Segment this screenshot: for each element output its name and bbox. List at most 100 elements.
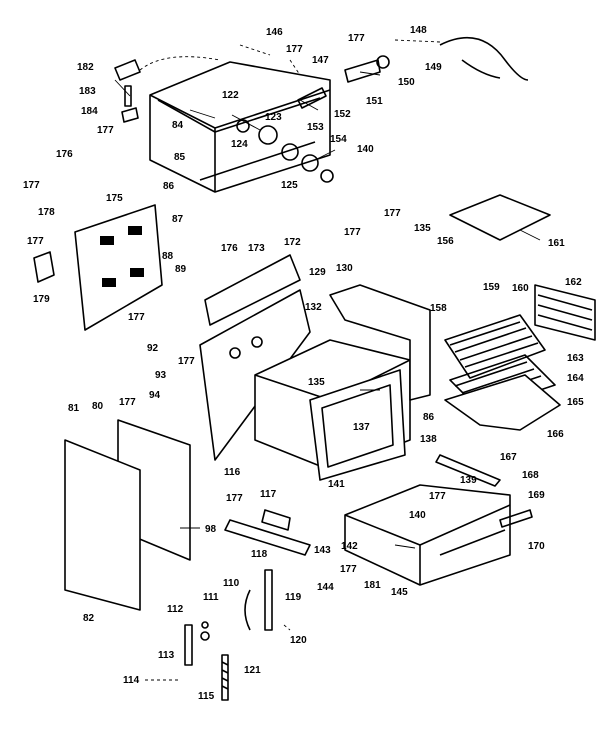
callout-120: 120 — [290, 635, 307, 646]
callout-164: 164 — [567, 373, 584, 384]
lower-side-panels — [64, 419, 191, 611]
callout-148: 148 — [410, 25, 427, 36]
callout-121: 121 — [244, 665, 261, 676]
callout-152: 152 — [334, 109, 351, 120]
callout-177: 177 — [286, 44, 303, 55]
callout-144: 144 — [317, 582, 334, 593]
callout-153: 153 — [307, 122, 324, 133]
callout-111: 111 — [203, 592, 219, 603]
callout-177: 177 — [178, 356, 195, 367]
callout-156: 156 — [437, 236, 454, 247]
callout-181: 181 — [364, 580, 381, 591]
callout-139: 139 — [460, 475, 477, 486]
callout-177: 177 — [429, 491, 446, 502]
callout-177: 177 — [226, 493, 243, 504]
oven-liner — [254, 339, 411, 481]
callout-169: 169 — [528, 490, 545, 501]
callout-154: 154 — [330, 134, 347, 145]
callout-82: 82 — [83, 613, 95, 624]
callout-labels: 146 177 177 148 182 147 149 150 183 122 … — [23, 25, 584, 702]
left-side-panel — [33, 204, 163, 331]
callout-94: 94 — [149, 390, 161, 401]
callout-172: 172 — [284, 237, 301, 248]
callout-114: 114 — [123, 675, 140, 686]
callout-92: 92 — [147, 343, 159, 354]
callout-166: 166 — [547, 429, 564, 440]
callout-86: 86 — [163, 181, 175, 192]
callout-165: 165 — [567, 397, 584, 408]
oven-racks — [444, 314, 561, 431]
drawer-rails — [435, 454, 533, 528]
callout-140: 140 — [357, 144, 374, 155]
callout-93: 93 — [155, 370, 167, 381]
callout-145: 145 — [391, 587, 408, 598]
callout-117: 117 — [260, 489, 277, 500]
callout-167: 167 — [500, 452, 517, 463]
callout-110: 110 — [223, 578, 240, 589]
storage-drawer — [344, 484, 511, 586]
callout-143: 143 — [314, 545, 331, 556]
callout-168: 168 — [522, 470, 539, 481]
callout-177: 177 — [348, 33, 365, 44]
callout-122: 122 — [222, 90, 239, 101]
callout-177: 177 — [128, 312, 145, 323]
callout-137: 137 — [353, 422, 370, 433]
callout-184: 184 — [81, 106, 98, 117]
callout-163: 163 — [567, 353, 584, 364]
callout-175: 175 — [106, 193, 123, 204]
callout-177: 177 — [344, 227, 361, 238]
callout-142: 142 — [341, 541, 358, 552]
callout-81: 81 — [68, 403, 80, 414]
callout-123: 123 — [265, 112, 282, 123]
callout-135: 135 — [308, 377, 325, 388]
callout-177: 177 — [27, 236, 44, 247]
callout-135: 135 — [414, 223, 431, 234]
callout-85: 85 — [174, 152, 186, 163]
callout-132: 132 — [305, 302, 322, 313]
callout-112: 112 — [167, 604, 184, 615]
door-hinge-parts — [184, 569, 273, 701]
callout-146: 146 — [266, 27, 283, 38]
assembly-dash-lines — [139, 39, 441, 681]
callout-177: 177 — [97, 125, 114, 136]
callout-86: 86 — [423, 412, 435, 423]
callout-182: 182 — [77, 62, 94, 73]
burner-assembly-top — [344, 36, 529, 83]
callout-159: 159 — [483, 282, 500, 293]
callout-150: 150 — [398, 77, 415, 88]
callout-130: 130 — [336, 263, 353, 274]
bottom-rail — [224, 509, 311, 556]
callout-177: 177 — [340, 564, 357, 575]
callout-141: 141 — [328, 479, 345, 490]
callout-183: 183 — [79, 86, 96, 97]
callout-147: 147 — [312, 55, 329, 66]
callout-160: 160 — [512, 283, 529, 294]
insulation-blanket — [329, 284, 431, 401]
callout-179: 179 — [33, 294, 50, 305]
callout-178: 178 — [38, 207, 55, 218]
callout-89: 89 — [175, 264, 187, 275]
callout-176: 176 — [56, 149, 73, 160]
callout-162: 162 — [565, 277, 582, 288]
callout-119: 119 — [285, 592, 302, 603]
callout-80: 80 — [92, 401, 104, 412]
callout-177: 177 — [119, 397, 136, 408]
side-rack-guides — [534, 284, 596, 341]
callout-84: 84 — [172, 120, 184, 131]
callout-170: 170 — [528, 541, 545, 552]
callout-177: 177 — [384, 208, 401, 219]
callout-158: 158 — [430, 303, 447, 314]
callout-124: 124 — [231, 139, 248, 150]
callout-151: 151 — [366, 96, 383, 107]
callout-116: 116 — [224, 467, 241, 478]
callout-118: 118 — [251, 549, 268, 560]
callout-176: 176 — [221, 243, 238, 254]
callout-87: 87 — [172, 214, 184, 225]
upper-oven-box — [149, 61, 334, 193]
callout-177: 177 — [23, 180, 40, 191]
callout-149: 149 — [425, 62, 442, 73]
callout-98: 98 — [205, 524, 217, 535]
callout-125: 125 — [281, 180, 298, 191]
